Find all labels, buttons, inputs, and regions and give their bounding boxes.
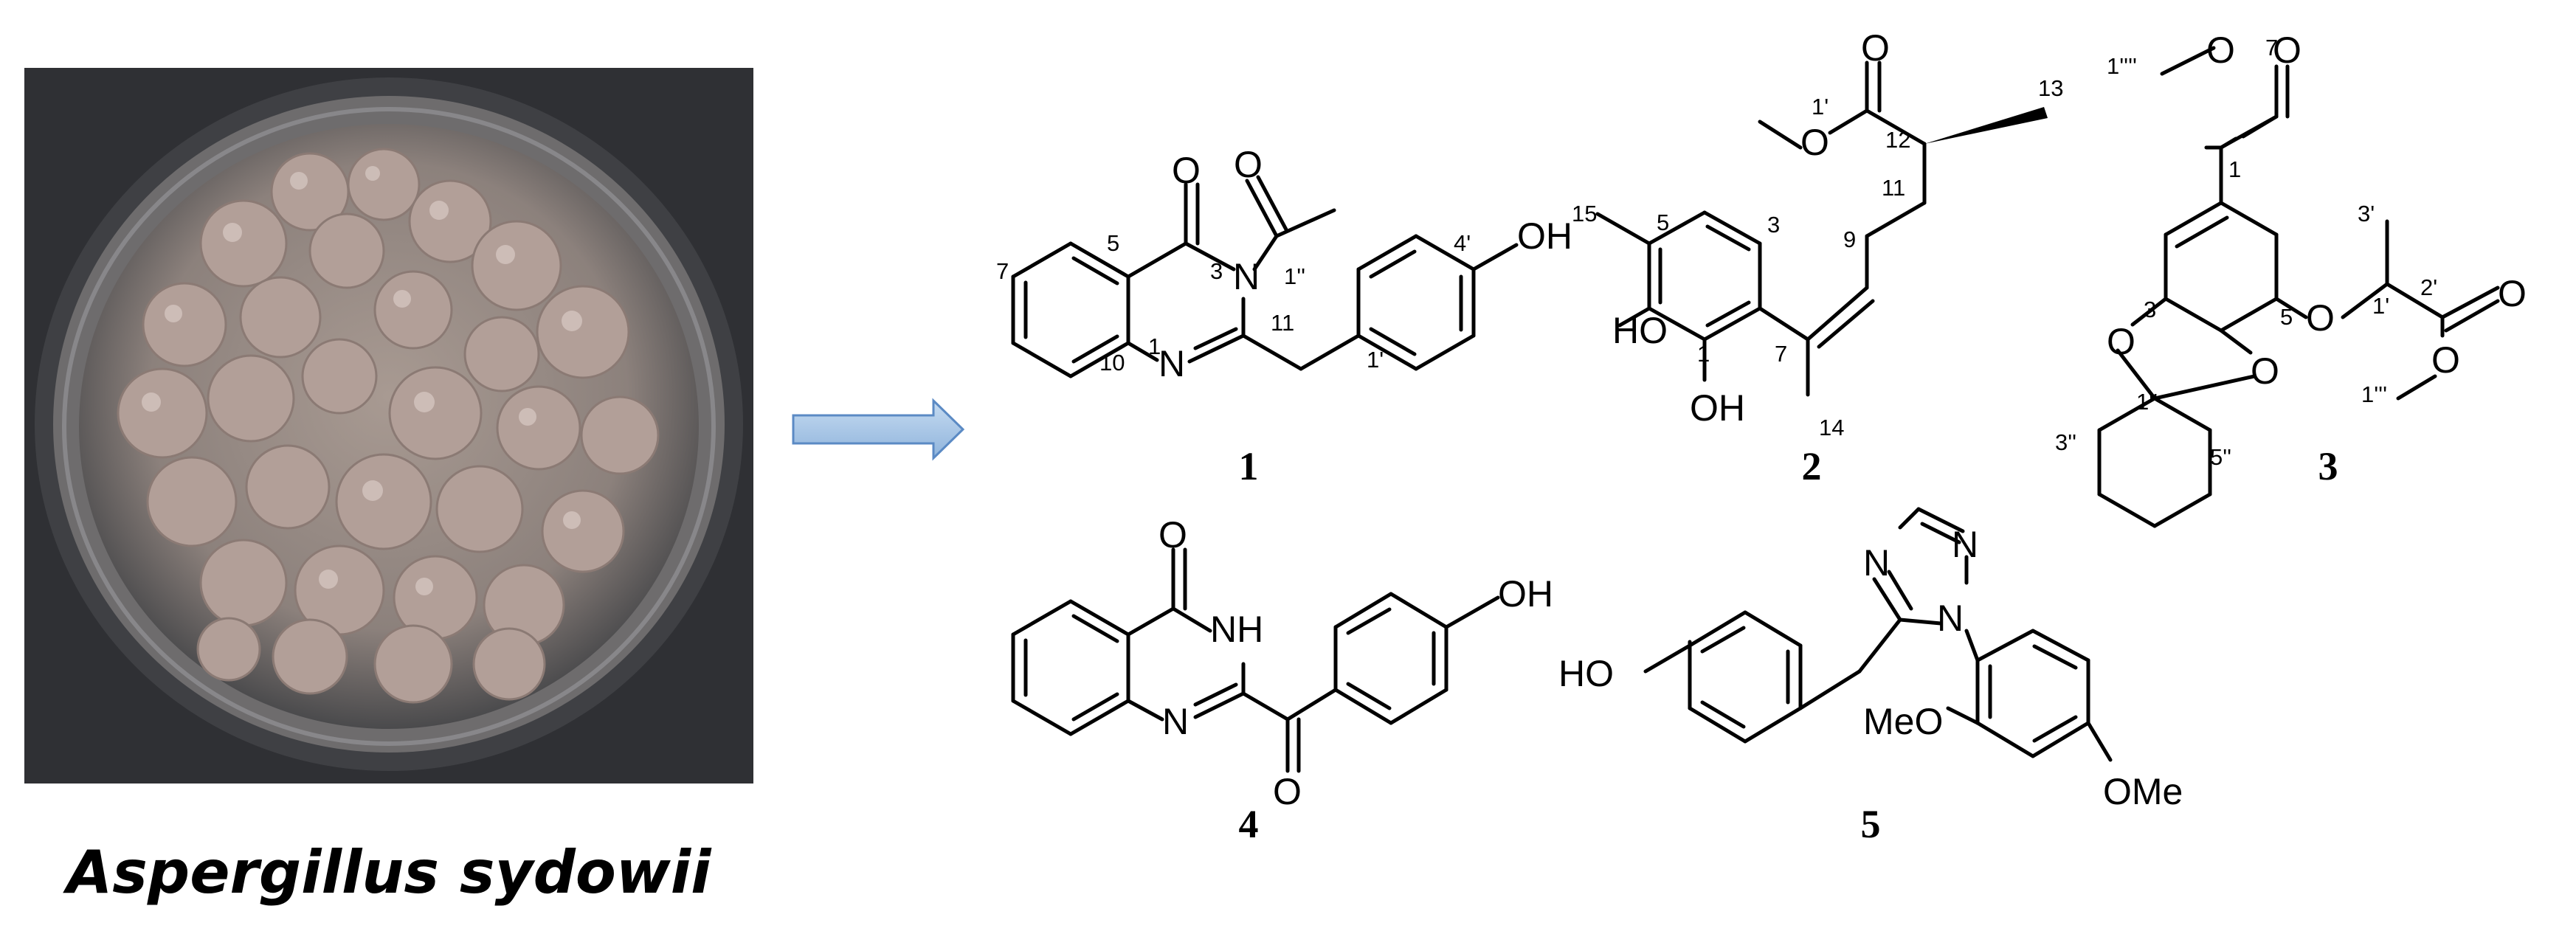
atom-O: O [2306,297,2335,339]
locant: 3'' [2055,429,2076,455]
atom-O: O [2107,321,2135,362]
locant: 1'' [1284,263,1305,289]
locant: 11 [1882,175,1905,201]
atom-N: N [1158,343,1185,384]
atom-N: N [1863,542,1890,584]
atom-HO: HO [1612,310,1668,351]
locant: 7 [996,258,1009,284]
petri-dish-photo [24,68,753,783]
locant: 1' [1367,347,1384,373]
atom-N: N [1937,598,1964,639]
locant: 12 [1885,127,1910,153]
compound-id: 4 [1239,802,1259,846]
locant: 1 [1148,333,1161,359]
locant: 2' [2420,274,2437,300]
atom-O: O [1172,150,1201,191]
locant: 3 [1767,212,1780,238]
locant: 3' [2358,201,2375,226]
compound-id: 3 [2318,444,2338,488]
locant: 1' [1812,94,1829,120]
atom-N: N [1952,524,1978,565]
atom-O: O [2251,350,2279,392]
atom-OH: OH [1690,387,1745,429]
compound-id: 2 [1802,444,1822,488]
locant: 1 [1697,341,1710,367]
locant: 5 [2280,304,2293,330]
locant: 5 [1657,210,1669,235]
atom-O: O [2431,339,2460,381]
locant: 7 [2265,35,2278,60]
atom-OH: OH [1517,215,1572,257]
compound-id: 1 [1239,444,1259,488]
atom-NH: NH [1210,609,1263,650]
atom-O: O [1273,771,1302,812]
locant: 14 [1819,415,1844,440]
compound-4-structure: O NH N O OH 4 [1011,514,1553,846]
locant: 7 [1775,341,1787,367]
atom-O: O [2273,30,2302,71]
compound-5-structure: HO N N N MeO OMe 5 [1558,507,2183,846]
atom-HO: HO [1558,653,1614,694]
atom-N: N [1162,701,1189,742]
locant: 1 [2228,156,2241,182]
locant: 13 [2038,75,2063,101]
atom-O: O [2498,273,2527,314]
compound-2-structure: O O HO OH 1' 12 13 11 9 15 5 3 1 7 14 2 [1572,27,2063,488]
block-arrow [792,398,965,461]
species-caption: Aspergillus sydowii [62,838,712,907]
fungal-colonies [117,148,660,704]
locant: 1' [2372,293,2389,319]
locant: 1'' [2136,389,2158,415]
atom-O: O [1800,122,1829,163]
atom-OMe: OMe [2103,771,2183,812]
locant: 11 [1271,310,1294,336]
atom-O: O [1234,144,1263,185]
atom-N: N [1233,256,1260,297]
locant: 10 [1099,350,1125,376]
atom-O: O [1861,27,1890,69]
locant: 3 [1210,258,1223,284]
locant: 1''' [2361,381,2387,407]
atom-O: O [2206,30,2235,71]
locant: 5'' [2210,444,2231,470]
compound-id: 5 [1861,802,1881,846]
compound-3-structure: O O O O O O O 1'''' 7 1 3 5 3' 2' 1' 1''… [2055,30,2527,528]
atom-MeO: MeO [1863,701,1943,742]
locant: 3 [2144,297,2156,322]
locant: 1'''' [2107,53,2137,79]
atom-O: O [1158,514,1187,556]
locant: 15 [1572,201,1597,226]
locant: 9 [1843,226,1856,252]
locant: 4' [1454,230,1471,256]
locant: 5 [1107,230,1119,256]
atom-OH: OH [1498,573,1553,615]
compound-1-structure: O N N O OH 1 3 5 7 10 11 1' 4' 1'' 1 [996,144,1572,488]
